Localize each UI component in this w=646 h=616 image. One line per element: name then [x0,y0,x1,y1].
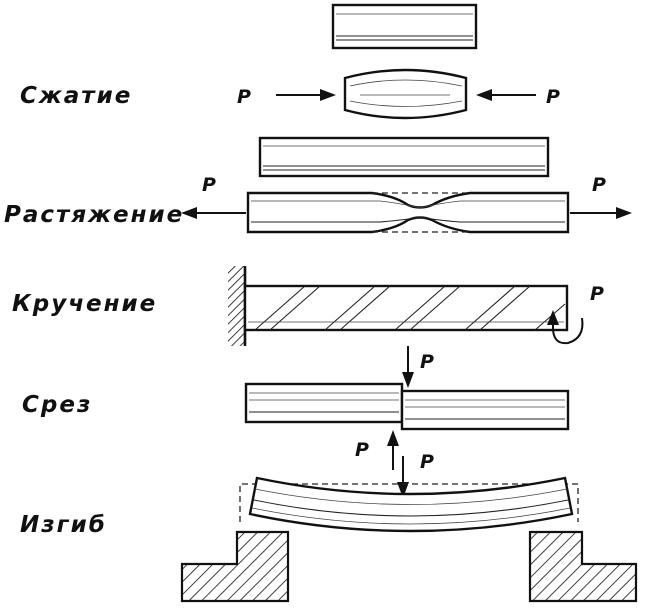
shear-label: Срез [22,392,92,418]
shear-section: Срез P P [22,346,570,470]
tension-label: Растяжение [4,202,184,228]
tension-section: P Растяжение P [4,136,632,234]
torsion-section: Кручение P [12,266,604,346]
compression-label: Сжатие [20,83,132,109]
compression-force-label-left: P [237,86,251,108]
torsion-force-label: P [590,283,604,305]
shear-force-label-bottom: P [355,439,369,461]
compression-arrow-right [476,89,536,101]
compression-section: Сжатие P P [20,3,560,120]
tension-force-label-right: P [592,174,606,196]
tension-arrow-left [181,207,246,219]
shear-arrow-up [387,430,399,470]
tension-force-label-left: P [202,174,216,196]
bending-arrow-down [397,456,409,498]
compression-bar-deformed [343,68,468,120]
compression-arrow-left [276,89,336,101]
tension-bar-necked [246,191,570,234]
shear-bar-left [244,382,404,424]
bending-force-label: P [420,451,434,473]
compression-force-label-right: P [546,86,560,108]
compression-bar-original [331,3,478,50]
bending-support-right [528,530,638,603]
shear-bar-right [400,389,570,431]
torsion-shaft [243,284,569,332]
bending-support-left [180,530,290,603]
bending-section: Изгиб P [20,451,638,603]
tension-bar-original [258,136,550,178]
shear-arrow-down [402,346,414,388]
shear-force-label-top: P [420,351,434,373]
bending-original-outline [239,483,579,522]
torsion-label: Кручение [12,291,157,317]
torsion-wall-hatch [228,266,244,346]
bending-beam [248,476,574,533]
torsion-moment-arrow [547,310,584,345]
bending-label: Изгиб [20,512,107,538]
tension-arrow-right [570,207,632,219]
